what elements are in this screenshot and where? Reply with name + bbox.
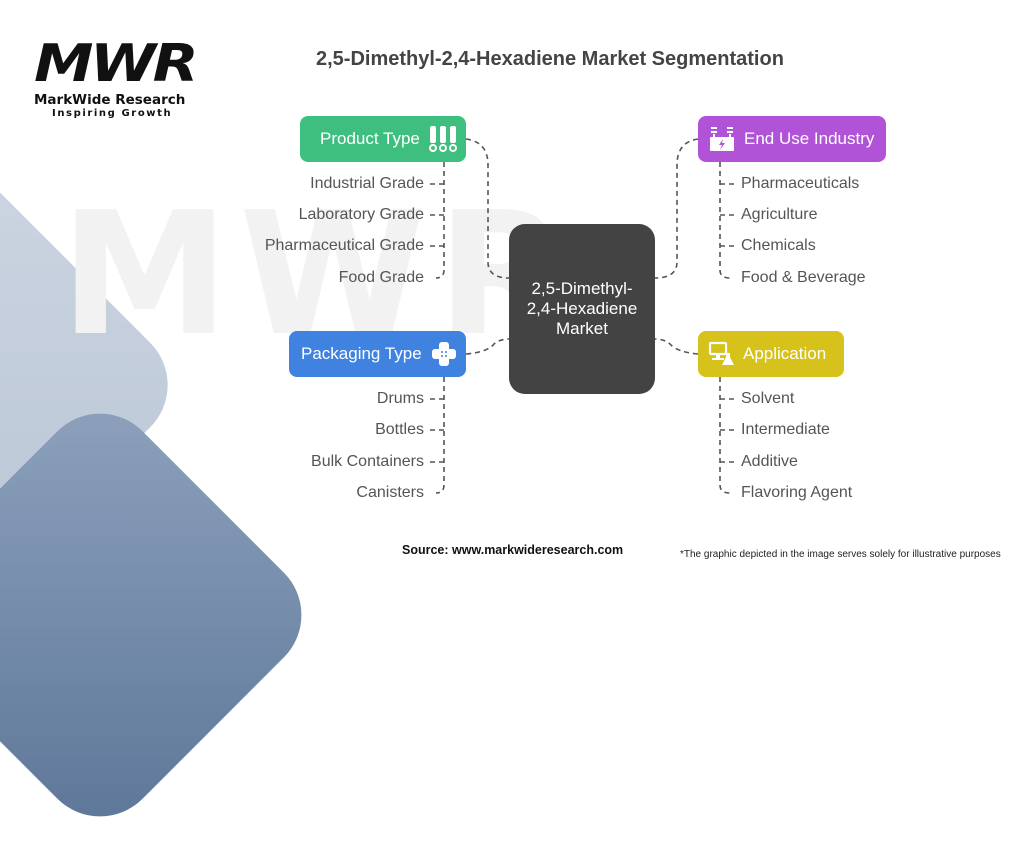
list-item: Intermediate <box>741 421 830 438</box>
list-item: Agriculture <box>741 206 818 223</box>
logo-tagline: Inspiring Growth <box>52 108 173 119</box>
logo-mark: MWR <box>34 34 199 94</box>
list-item: Flavoring Agent <box>741 484 853 501</box>
factory-icon <box>710 127 734 151</box>
computer-flask-icon <box>708 341 734 365</box>
source-credit: Source: www.markwideresearch.com <box>402 543 624 557</box>
list-item: Solvent <box>741 390 795 407</box>
connector-lines <box>430 138 734 494</box>
list-item: Food & Beverage <box>741 269 866 286</box>
segment-application: Application <box>698 331 844 377</box>
list-item: Chemicals <box>741 237 816 254</box>
logo: MWR MarkWide Research Inspiring Growth <box>34 38 199 119</box>
bandage-icon <box>431 342 456 366</box>
segment-product-type: Product Type <box>300 116 466 162</box>
list-item: Additive <box>741 453 798 470</box>
segment-end-use-industry: End Use Industry <box>698 116 886 162</box>
list-item: Drums <box>376 390 424 407</box>
list-item: Pharmaceutical Grade <box>264 237 424 254</box>
segment-label: Product Type <box>320 129 420 148</box>
list-item: Bottles <box>375 421 424 438</box>
disclaimer-note: *The graphic depicted in the image serve… <box>680 549 1001 560</box>
logo-name: MarkWide Research <box>34 92 186 108</box>
segment-label: Packaging Type <box>301 344 422 363</box>
segment-label: End Use Industry <box>744 129 875 148</box>
list-item: Industrial Grade <box>310 175 424 192</box>
center-node: 2,5-Dimethyl-2,4-Hexadiene Market <box>509 224 655 394</box>
list-item: Food Grade <box>338 269 424 286</box>
list-item: Laboratory Grade <box>298 206 424 223</box>
test-tubes-icon <box>428 126 457 152</box>
list-item: Pharmaceuticals <box>741 175 860 192</box>
list-item: Bulk Containers <box>311 453 424 470</box>
segment-packaging-type: Packaging Type <box>289 331 466 377</box>
segment-label: Application <box>743 344 827 363</box>
list-item: Canisters <box>356 484 424 501</box>
page-title: 2,5-Dimethyl-2,4-Hexadiene Market Segmen… <box>316 48 784 70</box>
